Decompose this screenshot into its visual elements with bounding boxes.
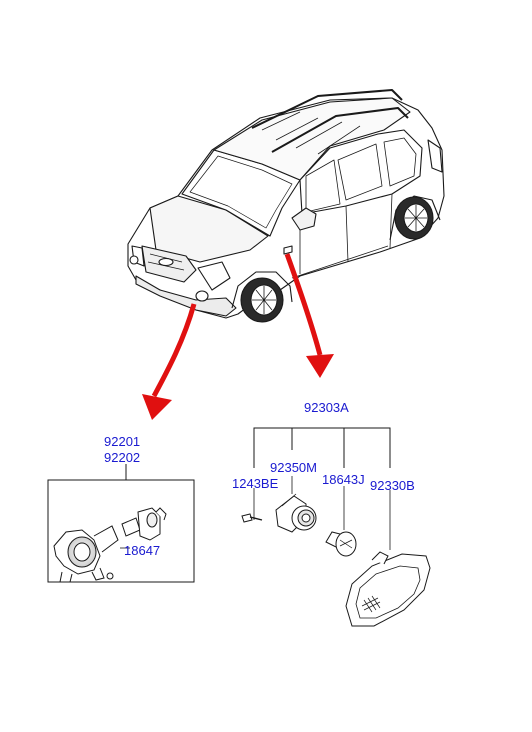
arrow-head-repeater-icon: [306, 354, 334, 378]
label-fog-lamp-set-2: 92202: [104, 450, 141, 465]
screw-icon: [241, 513, 263, 523]
repeater-bulb-icon: [325, 531, 357, 557]
label-socket: 92350M: [270, 460, 317, 475]
label-screw: 1243BE: [232, 476, 279, 491]
arrow-head-fog-icon: [142, 394, 172, 420]
socket-icon: [275, 493, 317, 533]
label-fog-lamp-set-1: 92201: [104, 434, 141, 449]
label-repeater-lens: 92330B: [370, 478, 415, 493]
label-side-repeater-set: 92303A: [304, 400, 349, 415]
side-repeater-assembly: [241, 427, 431, 627]
fog-bulb-icon: [121, 507, 167, 541]
label-fog-bulb: 18647: [124, 543, 161, 558]
label-repeater-bulb: 18643J: [322, 472, 365, 487]
vehicle-illustration: [127, 89, 445, 323]
repeater-lens-icon: [345, 551, 431, 627]
fog-lamp-housing-icon: [53, 525, 119, 583]
red-arrows: [142, 253, 334, 420]
fog-lamp-assembly-box: [47, 464, 195, 583]
